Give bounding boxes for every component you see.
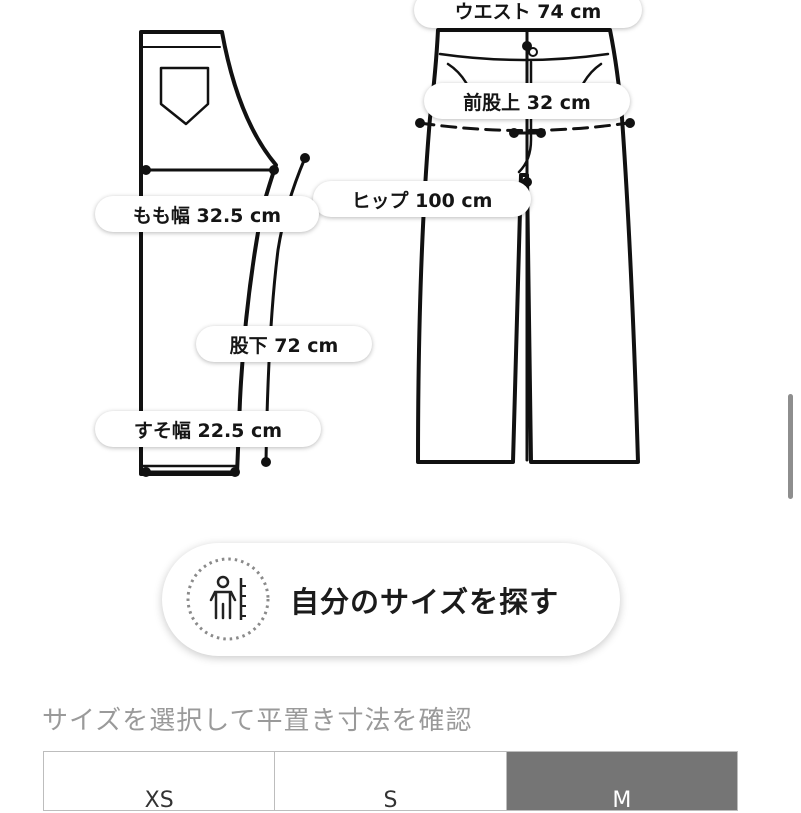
scrollbar-thumb[interactable] bbox=[788, 394, 793, 499]
back-pocket bbox=[159, 66, 210, 126]
waist-measure-label: ウエスト 74 cm bbox=[414, 0, 642, 28]
pants-illustration bbox=[139, 10, 640, 477]
hip-measure-label: ヒップ 100 cm bbox=[313, 181, 531, 217]
thigh-measure-label: もも幅 32.5 cm bbox=[95, 196, 319, 232]
measurement-diagram: ウエスト 74 cm 前股上 32 cm ヒップ 100 cm もも幅 32.5… bbox=[95, 0, 642, 477]
inseam-measure-label: 股下 72 cm bbox=[196, 326, 372, 362]
find-my-size-button[interactable]: 自分のサイズを探す bbox=[162, 543, 620, 656]
size-tab-xs[interactable]: XS bbox=[44, 752, 276, 813]
hem-measure-label: すそ幅 22.5 cm bbox=[95, 411, 321, 447]
size-selector-caption: サイズを選択して平置き寸法を確認 bbox=[42, 706, 473, 736]
inseam-measure-line bbox=[264, 156, 307, 464]
front-rise-measure-label: 前股上 32 cm bbox=[424, 83, 630, 119]
size-selector-tabs: XS S M bbox=[43, 751, 738, 813]
size-tab-m[interactable]: M bbox=[506, 752, 737, 813]
size-tab-s[interactable]: S bbox=[275, 752, 507, 813]
find-my-size-label: 自分のサイズを探す bbox=[290, 584, 560, 619]
person-measure-icon bbox=[185, 556, 271, 642]
hip-measure-line bbox=[418, 121, 630, 132]
